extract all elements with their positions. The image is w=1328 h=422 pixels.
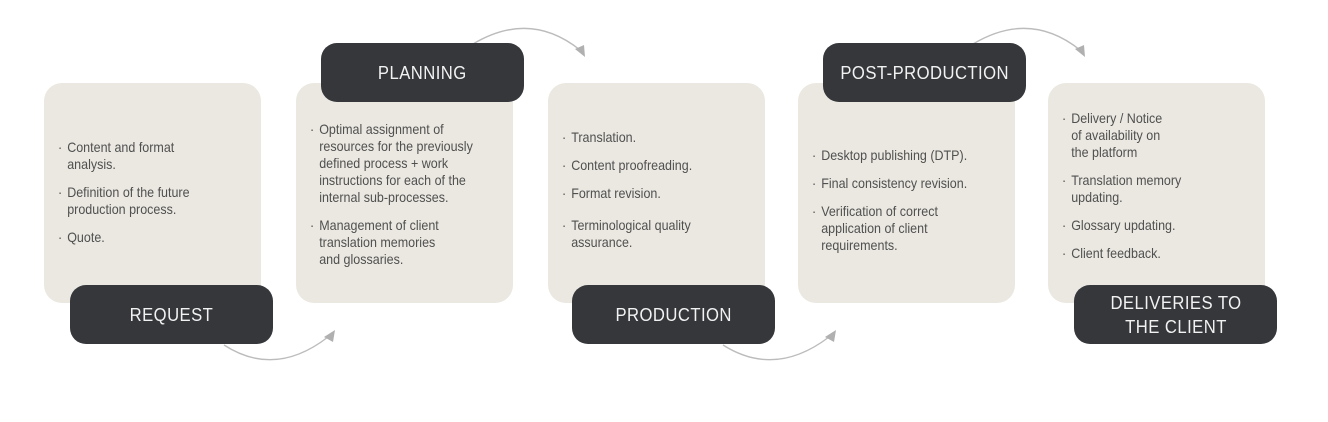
stage-items: Content and format analysis. Definition … xyxy=(58,139,236,257)
stage-card-planning: Optimal assignment of resources for the … xyxy=(296,83,513,303)
stage-item: Management of client translation memorie… xyxy=(310,217,457,268)
stage-title: PRODUCTION xyxy=(615,303,732,325)
arrow-request-to-planning xyxy=(223,336,329,361)
stage-label-post-production: POST-PRODUCTION xyxy=(823,43,1026,102)
stage-label-deliveries: DELIVERIES TO THE CLIENT xyxy=(1074,285,1277,344)
arrowhead-icon xyxy=(825,330,836,342)
stage-card-request: Content and format analysis. Definition … xyxy=(44,83,261,303)
stage-label-production: PRODUCTION xyxy=(572,285,775,344)
stage-item: Content proofreading. xyxy=(562,157,740,174)
stage-items: Translation. Content proofreading. Forma… xyxy=(562,129,740,262)
stage-item: Verification of correct application of c… xyxy=(812,203,959,254)
stage-card-deliveries: Delivery / Notice of availability on the… xyxy=(1048,83,1265,303)
stage-items: Desktop publishing (DTP). Final consiste… xyxy=(812,147,990,265)
stage-items: Delivery / Notice of availability on the… xyxy=(1062,110,1240,273)
stage-item: Translation. xyxy=(562,129,740,146)
stage-item: Desktop publishing (DTP). xyxy=(812,147,990,164)
stage-item: Optimal assignment of resources for the … xyxy=(310,121,487,206)
stage-item: Translation memory updating. xyxy=(1062,172,1209,206)
stage-title: PLANNING xyxy=(378,61,467,83)
stage-item: Quote. xyxy=(58,229,236,246)
stage-item: Definition of the future production proc… xyxy=(58,184,214,218)
stage-label-request: REQUEST xyxy=(70,285,273,344)
stage-items: Optimal assignment of resources for the … xyxy=(310,121,488,279)
stage-item: Client feedback. xyxy=(1062,245,1240,262)
stage-title: REQUEST xyxy=(129,303,214,325)
stage-item: Content and format analysis. xyxy=(58,139,191,173)
arrow-postproduction-to-deliveries xyxy=(972,27,1081,51)
stage-title: POST-PRODUCTION xyxy=(840,61,1009,83)
stage-label-planning: PLANNING xyxy=(321,43,524,102)
stage-item: Delivery / Notice of availability on the… xyxy=(1062,110,1172,161)
stage-item: Format revision. xyxy=(562,185,740,202)
stage-card-post-production: Desktop publishing (DTP). Final consiste… xyxy=(798,83,1015,303)
stage-card-production: Translation. Content proofreading. Forma… xyxy=(548,83,765,303)
stage-title: DELIVERIES TO THE CLIENT xyxy=(1109,291,1242,337)
arrow-planning-to-production xyxy=(472,27,581,51)
arrowhead-icon xyxy=(324,330,335,342)
stage-item: Glossary updating. xyxy=(1062,217,1240,234)
stage-item: Final consistency revision. xyxy=(812,175,990,192)
arrowhead-icon xyxy=(575,45,585,57)
arrowhead-icon xyxy=(1075,45,1085,57)
arrow-production-to-postproduction xyxy=(722,336,830,361)
stage-item: Terminological quality assurance. xyxy=(562,217,714,251)
